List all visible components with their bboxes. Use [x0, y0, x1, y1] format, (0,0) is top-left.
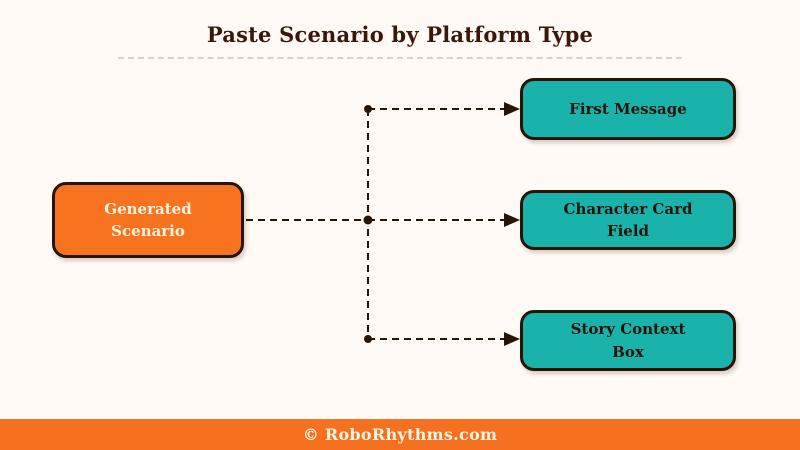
arrowhead-bottom-icon: [504, 332, 520, 346]
node-label-line: Field: [606, 222, 650, 240]
node-story-context-box: Story Context Box: [520, 310, 736, 371]
junction-dot-top: [364, 105, 372, 113]
node-label-line: Box: [612, 342, 644, 361]
junction-dot-middle: [363, 215, 373, 225]
node-label-line: First Message: [569, 99, 687, 118]
footer-bar: © RoboRhythms.com: [0, 419, 800, 450]
title-divider: [118, 57, 682, 59]
footer-copyright: © RoboRhythms.com: [302, 425, 498, 444]
node-character-card-field: Character Card Field: [520, 190, 736, 250]
node-generated-scenario: Generated Scenario: [52, 182, 244, 258]
node-first-message: First Message: [520, 78, 736, 140]
node-label-line: Scenario: [111, 222, 185, 240]
node-label-line: Character Card: [563, 199, 693, 218]
arrowhead-top-icon: [504, 102, 520, 116]
node-label-line: Generated: [104, 199, 192, 218]
page-title: Paste Scenario by Platform Type: [206, 22, 594, 47]
arrowhead-middle-icon: [504, 213, 520, 227]
junction-dot-bottom: [364, 335, 372, 343]
node-label-line: Story Context: [570, 320, 686, 338]
